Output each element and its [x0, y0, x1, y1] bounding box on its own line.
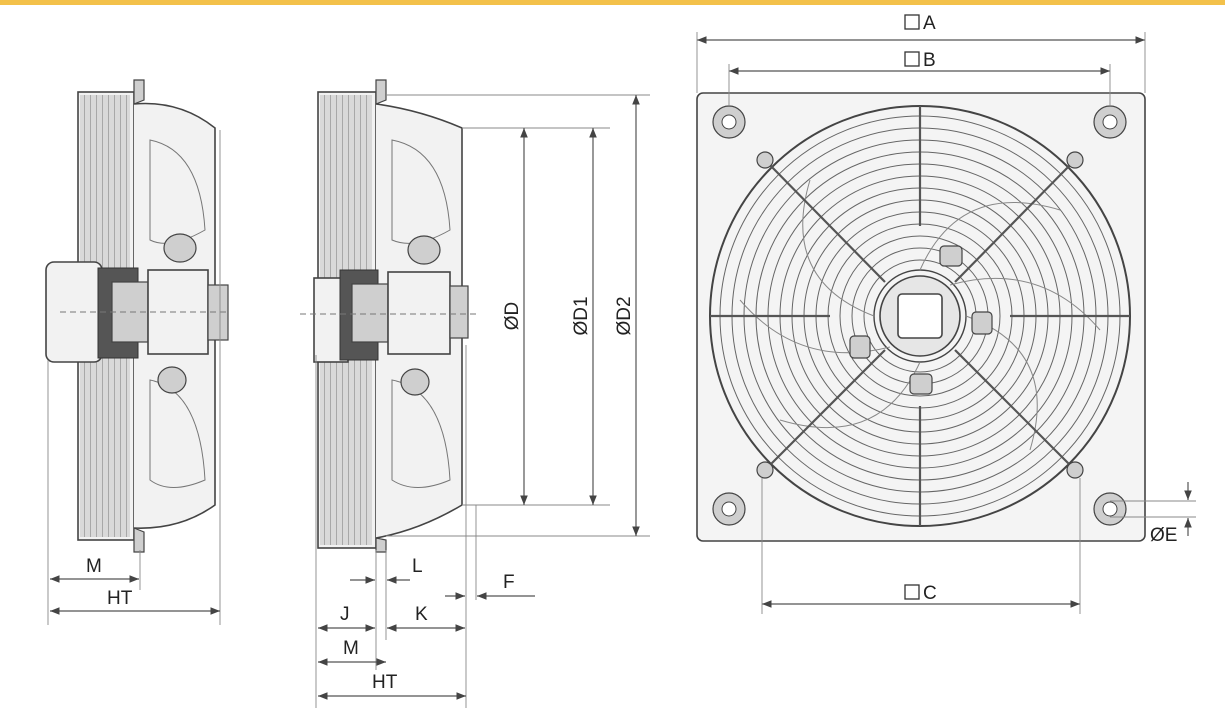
motor-core-2	[351, 283, 389, 343]
label-C: C	[923, 583, 937, 604]
label-E: ØE	[1150, 525, 1177, 546]
ring-flange-top-2	[375, 79, 387, 105]
blade-curve-1a	[149, 139, 206, 244]
ring-flange-bottom-2	[375, 537, 387, 553]
top-accent-band	[0, 0, 1225, 5]
label-L: L	[412, 556, 423, 577]
motor-shaft-square	[897, 293, 943, 339]
front-view: A B C ØE	[696, 13, 1196, 614]
label-M-2: M	[343, 638, 359, 659]
strut-brackets	[756, 151, 1084, 479]
hub-bolt-3	[909, 373, 933, 395]
guard-struts	[710, 106, 1130, 526]
motor-shaft-2	[387, 271, 451, 355]
hub-bolt-2	[971, 311, 993, 335]
square-symbol-C	[904, 584, 920, 600]
label-A: A	[923, 13, 936, 34]
motor-end-1	[207, 284, 229, 341]
label-K: K	[415, 604, 428, 625]
ring-flange-bottom-1	[133, 527, 145, 553]
hub-bolt-1	[939, 245, 963, 267]
label-HT-1: HT	[107, 588, 133, 609]
label-M-1: M	[86, 556, 102, 577]
label-D1: ØD1	[571, 296, 592, 335]
label-B: B	[923, 50, 936, 71]
hub-bolt-4	[849, 335, 871, 359]
square-symbol-B	[904, 51, 920, 67]
side-view-1: M HT	[45, 79, 230, 625]
side-view-2: ØD ØD1 ØD2 L F J K M HT	[300, 79, 650, 708]
blade-curve-2a	[391, 139, 451, 244]
ring-flange-top-1	[133, 79, 145, 105]
blade-hub-1a	[163, 233, 197, 263]
square-symbol-A	[904, 14, 920, 30]
motor-end-2	[449, 285, 469, 339]
label-J: J	[340, 604, 350, 625]
motor-shaft-1	[147, 269, 209, 355]
label-D2: ØD2	[614, 296, 635, 335]
label-HT-2: HT	[372, 672, 398, 693]
label-D: ØD	[502, 302, 523, 331]
blade-hub-1b	[157, 366, 187, 394]
blade-hub-2b	[400, 368, 430, 396]
blade-hub-2a	[407, 235, 441, 265]
label-F: F	[503, 572, 515, 593]
